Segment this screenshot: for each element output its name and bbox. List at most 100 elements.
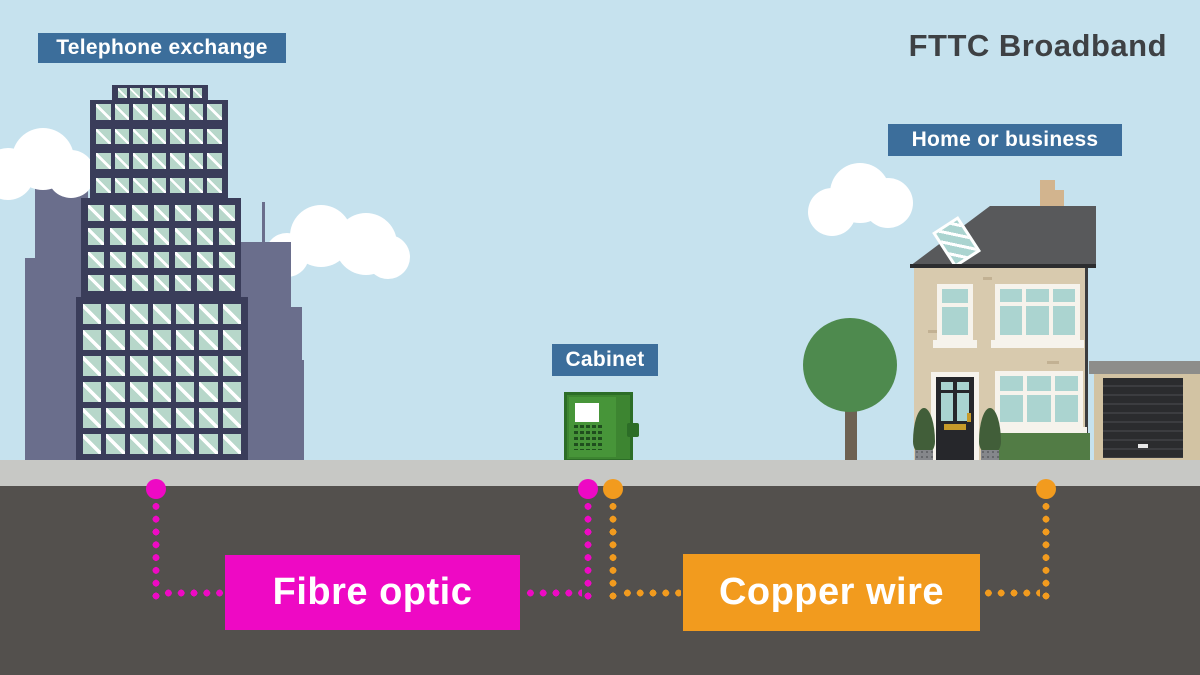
window <box>152 356 172 376</box>
window <box>180 88 190 98</box>
window <box>176 330 195 350</box>
window <box>106 408 125 428</box>
window <box>129 434 148 454</box>
lower-large-window <box>995 371 1083 427</box>
window-pane <box>1052 306 1075 335</box>
window <box>106 330 125 350</box>
brick-mark <box>928 330 937 333</box>
window <box>133 104 148 120</box>
window <box>109 205 126 222</box>
copper-junction-dot <box>603 479 623 499</box>
window <box>222 408 241 428</box>
fibre-junction-dot <box>578 479 598 499</box>
window <box>176 356 195 376</box>
exchange-windows <box>96 104 222 193</box>
tree-foliage <box>803 318 897 412</box>
window <box>129 330 148 350</box>
window <box>83 356 102 376</box>
window <box>170 153 185 169</box>
window-pane <box>1052 289 1075 302</box>
door-glass <box>957 393 969 421</box>
window <box>151 177 167 193</box>
window <box>207 153 222 169</box>
window <box>131 228 148 245</box>
brick-mark <box>1047 361 1059 364</box>
window <box>207 128 222 144</box>
cabinet-handle <box>627 423 639 437</box>
house-corner-shadow <box>1085 268 1088 463</box>
window <box>114 177 130 193</box>
window-pane <box>1026 306 1049 335</box>
window <box>188 128 204 144</box>
window <box>109 251 126 268</box>
window <box>197 205 214 222</box>
bush <box>913 408 935 453</box>
window <box>175 205 192 222</box>
window <box>96 153 111 169</box>
window <box>153 251 170 268</box>
fibre-label: Fibre optic <box>225 555 520 630</box>
window <box>188 177 204 193</box>
window <box>133 153 148 169</box>
plant-pot <box>981 450 999 463</box>
door-glass <box>941 382 953 390</box>
window <box>197 251 214 268</box>
door-glass <box>941 393 953 421</box>
bush <box>979 408 1001 453</box>
hedge <box>997 433 1090 462</box>
window <box>152 304 172 324</box>
window <box>155 88 165 98</box>
copper-cable-segment <box>609 500 617 600</box>
window <box>175 274 192 291</box>
window <box>199 304 218 324</box>
window <box>170 177 185 193</box>
window <box>176 408 195 428</box>
garage-door-handle <box>1138 444 1148 448</box>
window <box>109 228 126 245</box>
window-pane <box>942 289 968 303</box>
window <box>142 88 153 98</box>
cloud <box>808 163 913 238</box>
window <box>131 274 148 291</box>
cabinet-panel <box>575 403 599 422</box>
window-pane <box>1054 395 1078 422</box>
door-glass <box>957 382 969 390</box>
window <box>96 128 111 144</box>
window <box>96 104 111 120</box>
window <box>96 177 111 193</box>
fibre-label-text: Fibre optic <box>272 571 473 613</box>
window <box>133 128 148 144</box>
copper-cable-segment <box>982 589 1040 597</box>
fibre-cable-segment <box>162 589 225 597</box>
window <box>88 274 104 291</box>
window <box>152 408 172 428</box>
window <box>199 434 218 454</box>
window <box>176 434 195 454</box>
window <box>207 177 222 193</box>
window <box>199 408 218 428</box>
window <box>114 153 130 169</box>
window <box>129 382 148 402</box>
chimney <box>1040 180 1055 213</box>
window <box>129 304 148 324</box>
window <box>207 104 222 120</box>
upper-small-window <box>937 284 973 340</box>
window <box>222 304 241 324</box>
window <box>176 382 195 402</box>
window-pane <box>1000 306 1023 335</box>
window <box>188 153 204 169</box>
window <box>197 274 214 291</box>
window-sill <box>933 340 977 348</box>
window <box>118 88 128 98</box>
window <box>188 104 204 120</box>
home-or-business-label: Home or business <box>888 124 1122 156</box>
window <box>114 128 130 144</box>
window-pane <box>1000 376 1024 391</box>
bg-building-right-step <box>290 307 302 465</box>
window <box>130 88 140 98</box>
cloud <box>265 205 410 280</box>
window <box>109 274 126 291</box>
window <box>83 304 102 324</box>
window <box>199 356 218 376</box>
